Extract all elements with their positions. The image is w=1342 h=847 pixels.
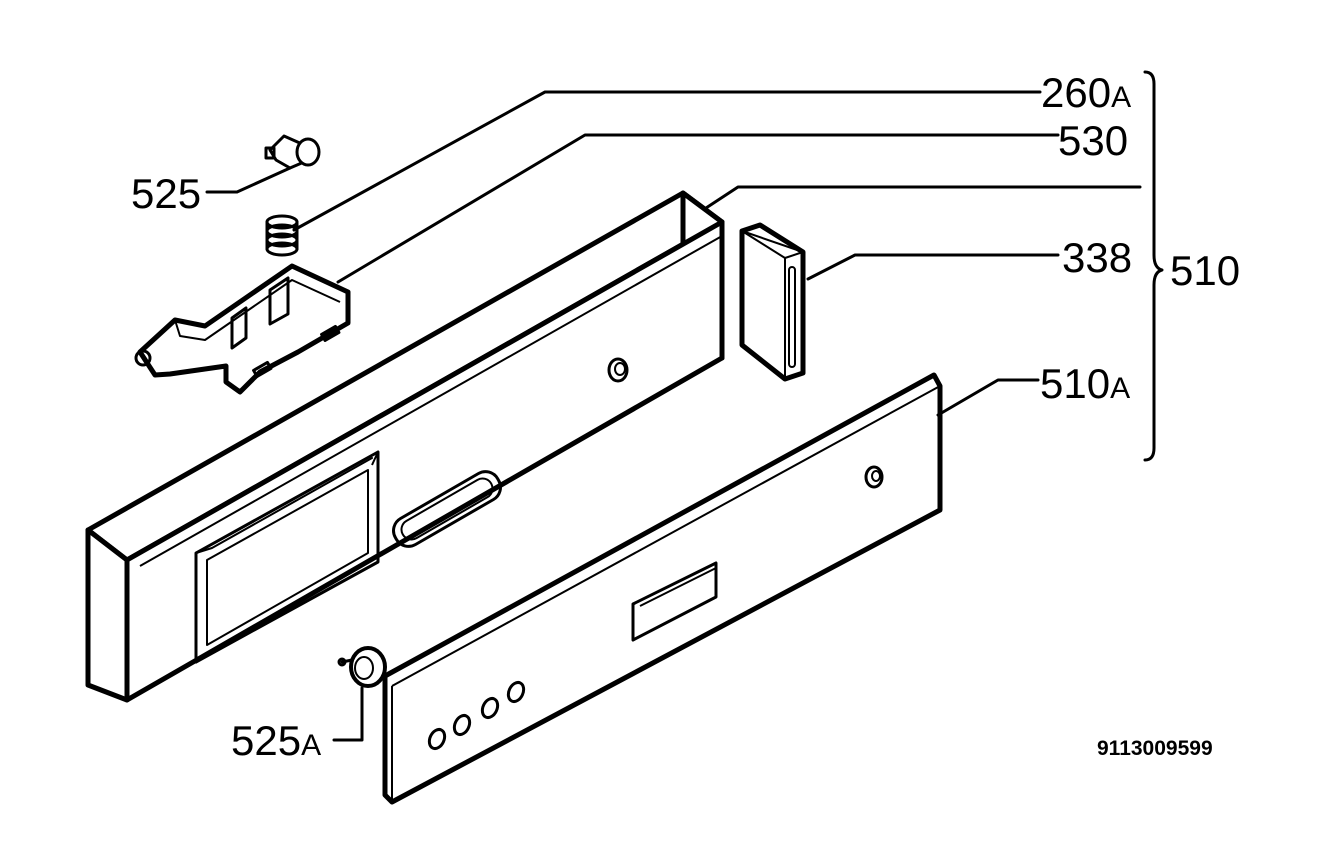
label-338: 338	[1062, 234, 1132, 281]
document-number: 9113009599	[1097, 737, 1213, 760]
button-holes	[427, 680, 526, 751]
label-510: 510	[1170, 247, 1240, 294]
leader-lines	[205, 90, 1142, 742]
bracket	[134, 263, 351, 395]
slot-opening	[392, 470, 502, 548]
label-260a: 260A	[1041, 69, 1131, 116]
panel-hole	[607, 357, 629, 383]
label-525: 525	[131, 170, 201, 217]
button-525	[264, 134, 321, 170]
label-530: 530	[1058, 117, 1128, 164]
assembly-brace	[1143, 70, 1164, 462]
label-510a: 510A	[1040, 360, 1130, 407]
control-panel-housing	[85, 190, 725, 703]
end-cap	[739, 222, 806, 382]
label-525a: 525A	[231, 717, 321, 764]
knob-525a	[337, 646, 387, 688]
front-cover-plate	[382, 372, 943, 805]
display-window-cutout	[194, 450, 380, 664]
spring	[265, 214, 299, 257]
